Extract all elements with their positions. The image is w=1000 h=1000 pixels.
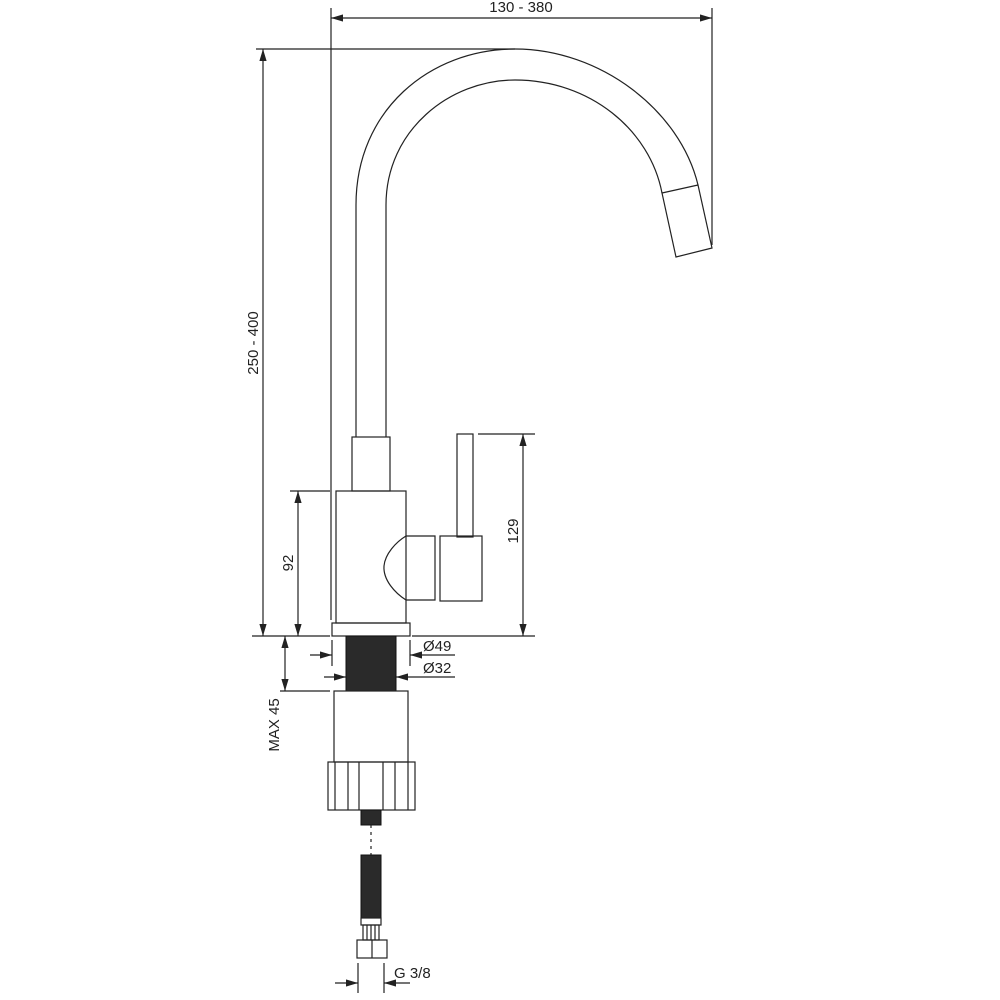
dim-total-height: 250 - 400 (245, 311, 262, 374)
flex-hose (360, 854, 382, 919)
mounting-assembly (327, 635, 416, 959)
hose-connector (360, 809, 382, 826)
threaded-shank (345, 635, 397, 692)
dim-lever-height: 129 (505, 518, 522, 543)
dim-body-height: 92 (280, 555, 297, 572)
nut-grip (327, 761, 416, 811)
dimension-lines (252, 8, 713, 993)
dim-hose-connection: G 3/8 (394, 965, 431, 982)
faucet-body (331, 433, 483, 637)
collar (351, 436, 391, 492)
lever-block (439, 535, 483, 602)
dim-max-thickness: MAX 45 (266, 698, 283, 751)
dim-spout-reach: 130 - 380 (489, 0, 552, 16)
mounting-nut (333, 690, 409, 763)
lever-handle (456, 433, 474, 538)
cartridge (383, 535, 436, 601)
dim-thread-diameter: Ø32 (423, 660, 451, 677)
dim-base-diameter: Ø49 (423, 638, 451, 655)
spout (355, 48, 713, 437)
body (335, 490, 407, 624)
base-plate (331, 622, 411, 637)
aerator-nozzle (661, 184, 713, 258)
